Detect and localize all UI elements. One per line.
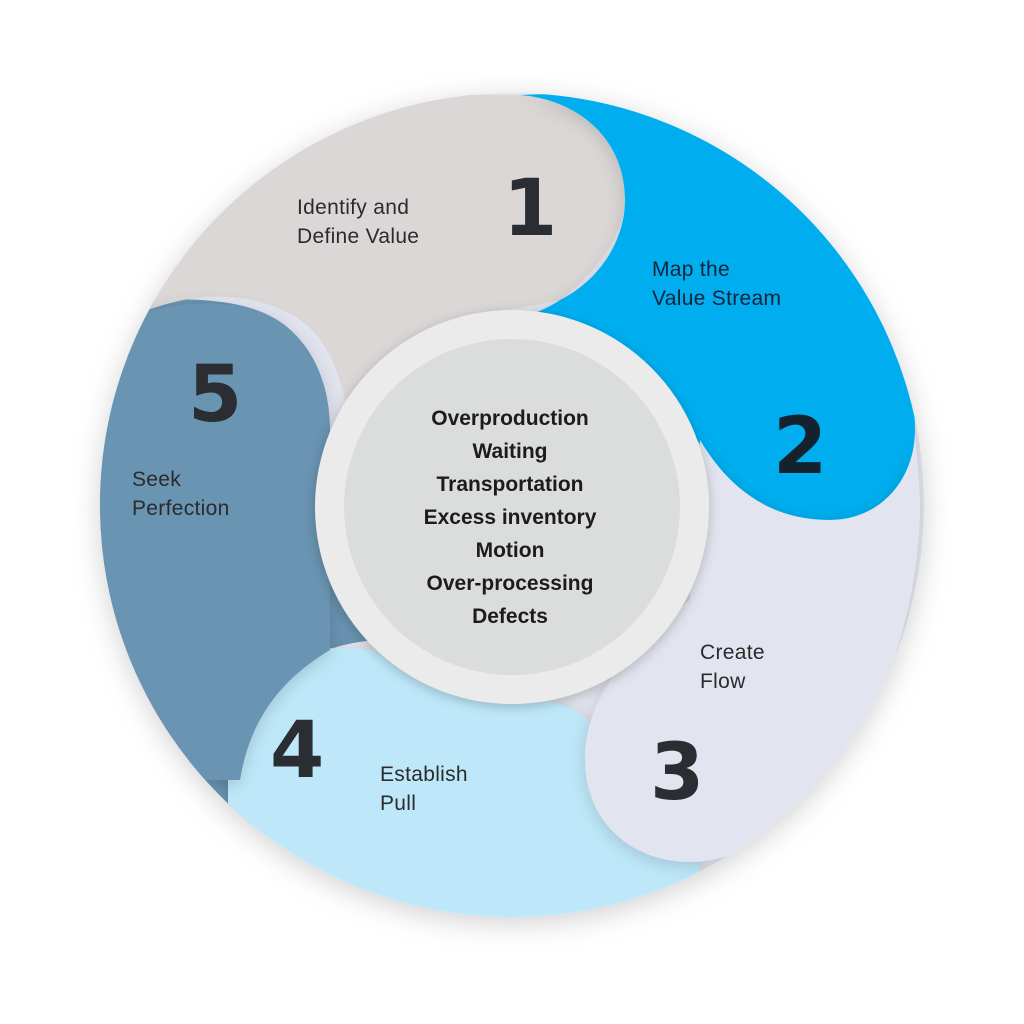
- step-5-number: 5: [188, 350, 243, 440]
- step-4-label: Establish Pull: [380, 760, 468, 818]
- step-1-number: 1: [503, 164, 558, 254]
- step-5-label-line2: Perfection: [132, 497, 230, 520]
- step-1-label-line1: Identify and: [297, 196, 410, 219]
- waste-item: Waiting: [472, 440, 548, 463]
- step-2-number: 2: [773, 402, 828, 492]
- step-2-label: Map the Value Stream: [652, 255, 781, 313]
- step-2-label-line2: Value Stream: [652, 287, 782, 310]
- segment-3: [585, 430, 920, 862]
- step-5-label: Seek Perfection: [132, 465, 230, 523]
- waste-item: Overproduction: [431, 407, 589, 430]
- step-1-label-line2: Define Value: [297, 225, 420, 248]
- waste-item: Transportation: [436, 473, 584, 496]
- waste-list: Overproduction Waiting Transportation Ex…: [360, 402, 660, 633]
- waste-item: Excess inventory: [423, 506, 597, 529]
- step-3-label-line2: Flow: [700, 670, 746, 693]
- step-4-label-line1: Establish: [380, 763, 468, 786]
- step-4-number: 4: [270, 706, 325, 796]
- segment-5-lobe: [100, 303, 330, 780]
- step-5-label-line1: Seek: [132, 468, 182, 491]
- step-4-label-line2: Pull: [380, 792, 417, 815]
- step-1-label: Identify and Define Value: [297, 193, 419, 251]
- step-3-label: Create Flow: [700, 638, 765, 696]
- waste-item: Motion: [475, 539, 545, 562]
- step-3-number: 3: [650, 728, 705, 818]
- step-2-label-line1: Map the: [652, 258, 730, 281]
- center-fill: [344, 339, 680, 675]
- step-3-label-line1: Create: [700, 641, 765, 664]
- waste-item: Defects: [472, 605, 548, 628]
- waste-item: Over-processing: [426, 572, 594, 595]
